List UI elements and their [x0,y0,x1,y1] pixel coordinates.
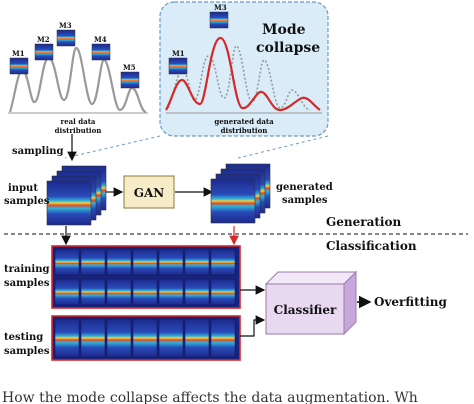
heatmap-tile [184,278,210,306]
heatmap-tile [158,318,184,358]
heatmap-tile [210,278,236,306]
generated-samples-stack [210,163,271,224]
input-samples-stack [46,165,107,226]
heatmap-tile [184,248,210,276]
training-label-line1: training [4,264,50,275]
input-label-line1: input [8,183,38,194]
heatmap-tile [106,318,132,358]
training-grid [51,245,241,309]
generated-caption-line2: distribution [221,126,268,135]
mode-collapse-bubble: M1 M3 Mode collapse generated data distr… [64,1,329,159]
heatmap-tile [210,318,236,358]
testing-label-line2: samples [4,346,50,357]
arrow-testing-to-classifier [240,315,266,337]
training-label-line2: samples [4,278,50,289]
gan-label: GAN [134,186,165,200]
heatmap-thumb [9,57,29,75]
real-caption-line2: distribution [55,126,102,135]
mode-label-m5: M5 [123,63,136,72]
real-distribution-curve [8,46,147,114]
classifier-label: Classifier [274,303,337,317]
footer-caption-fragment: How the mode collapse affects the data a… [2,390,418,404]
testing-grid [51,315,241,361]
heatmap-thumb [168,57,188,75]
heatmap-tile [54,318,80,358]
heatmap-tile [54,278,80,306]
real-caption-line1: real data [61,117,96,126]
mode-label-m4: M4 [94,35,107,44]
heatmap-tile [132,248,158,276]
input-label-line2: samples [4,196,50,207]
mode-thumbnails-real [9,29,140,89]
heatmap-tile [54,248,80,276]
generated-label-line2: samples [282,195,328,206]
generated-curve-red [165,36,321,112]
heatmap-tile [106,248,132,276]
heatmap-thumb [91,43,111,61]
heatmap-tile [210,248,236,276]
heatmap-thumb [56,29,76,47]
heatmap-tile [132,318,158,358]
real-distribution-panel: M1 M2 M3 M4 M5 real data distribution [8,21,148,135]
testing-label-line1: testing [4,332,43,343]
heatmap-thumb [34,43,54,61]
generated-label-line1: generated [276,182,333,193]
heatmap-tile [80,318,106,358]
mode-label-m1-gen: M1 [172,49,185,58]
mode-collapse-title-line2: collapse [256,40,320,56]
heatmap-thumb [120,71,140,89]
heatmap-tile [184,318,210,358]
heatmap-tile [132,278,158,306]
mode-label-m1: M1 [12,49,25,58]
section-classification: Classification [326,239,417,253]
mode-collapse-title-line1: Mode [262,22,306,38]
mode-label-m3: M3 [59,21,72,30]
mode-label-m3-gen: M3 [214,3,227,12]
heatmap-tile [80,278,106,306]
heatmap-thumb [209,11,229,29]
overfitting-label: Overfitting [374,295,447,309]
section-generation: Generation [326,215,401,229]
mode-label-m2: M2 [37,35,50,44]
classifier-box [264,270,358,336]
heatmap-tile [106,278,132,306]
bubble-zoom-lines [64,135,329,159]
gan-box [123,175,175,209]
heatmap-tile [158,278,184,306]
sampling-label: sampling [12,146,64,157]
heatmap-tile [158,248,184,276]
generated-caption-line1: generated data [214,117,274,126]
heatmap-tile [80,248,106,276]
